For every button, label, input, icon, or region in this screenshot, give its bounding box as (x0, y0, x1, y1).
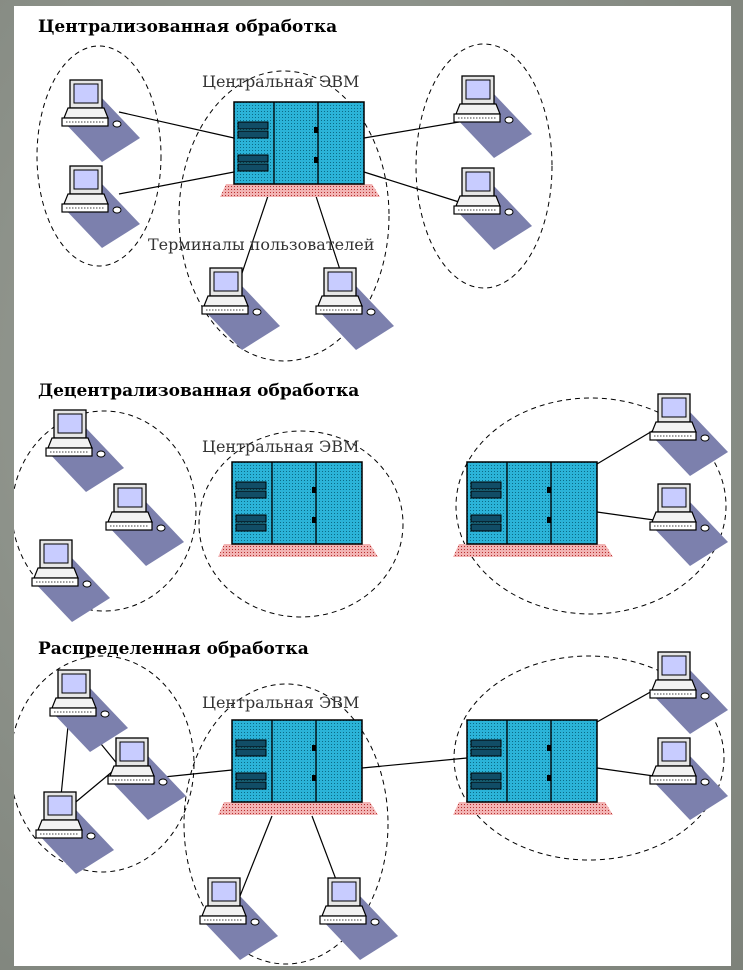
network-diagram: Централизованная обработка Центральная Э… (14, 17, 729, 965)
terminal-icon (649, 737, 729, 821)
terminal-icon (45, 409, 125, 493)
mainframe-icon (219, 101, 381, 198)
section-title-centralized: Централизованная обработка (38, 17, 337, 37)
terminal-icon (649, 651, 729, 735)
section-distributed: Распределенная обработка Це (14, 639, 729, 965)
section-title-decentralized: Децентрализованная обработка (38, 381, 359, 401)
terminal-icon (649, 483, 729, 567)
terminal-icon (61, 165, 141, 249)
terminals-label: Терминалы пользователей (148, 235, 374, 254)
section-decentralized: Децентрализованная обработка Центральная… (14, 381, 729, 623)
host-group-ellipse (455, 397, 727, 615)
section-centralized: Централизованная обработка Центральная Э… (36, 17, 553, 362)
mainframe-icon (217, 719, 379, 816)
terminal-icon (35, 791, 115, 875)
terminal-group-ellipse (36, 45, 162, 267)
section-title-distributed: Распределенная обработка (38, 639, 309, 659)
host-label: Центральная ЭВМ (202, 693, 359, 712)
terminal-icon (319, 877, 399, 961)
terminal-icon (61, 79, 141, 163)
terminal-icon (453, 167, 533, 251)
diagram-canvas: Централизованная обработка Центральная Э… (14, 6, 731, 966)
host-group-ellipse (178, 70, 390, 362)
terminal-icon (31, 539, 111, 623)
terminal-icon (315, 267, 395, 351)
terminal-group-ellipse (14, 410, 197, 612)
terminal-icon (201, 267, 281, 351)
terminal-icon (107, 737, 187, 821)
terminal-icon (199, 877, 279, 961)
mainframe-icon (452, 461, 614, 558)
mainframe-icon (217, 461, 379, 558)
host-label: Центральная ЭВМ (202, 437, 359, 456)
host-label: Центральная ЭВМ (202, 72, 359, 91)
terminal-group-ellipse (415, 43, 553, 289)
host-group-ellipse (198, 430, 404, 618)
terminal-icon (453, 75, 533, 159)
host-group-ellipse (453, 655, 725, 861)
terminal-icon (649, 393, 729, 477)
terminal-icon (105, 483, 185, 567)
host-group-ellipse (183, 683, 389, 965)
mainframe-icon (452, 719, 614, 816)
